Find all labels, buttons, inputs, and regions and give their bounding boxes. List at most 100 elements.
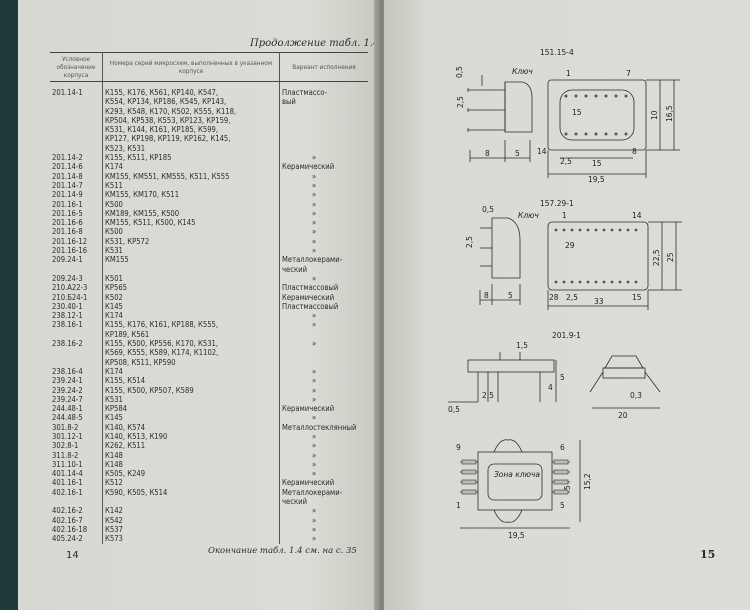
series-list: КМ155, КМ170, К511	[102, 190, 280, 200]
package-code: 301.12-1	[50, 431, 103, 442]
package-code: 301.8-2	[50, 422, 103, 432]
series-list: К590, К505, К514	[102, 487, 280, 507]
series-line: К155, К176, К561, КР140, К547,	[105, 88, 219, 97]
variant-line: »	[312, 469, 317, 479]
series-line: К500	[105, 199, 123, 209]
series-line: К523, К531	[105, 143, 146, 153]
variant-line: »	[312, 459, 317, 469]
variant-line: »	[312, 246, 317, 256]
variant: »	[280, 339, 369, 367]
series-list: К140, К574	[102, 422, 280, 432]
d1-dim-8: 19,5	[588, 175, 605, 184]
series-list: К148	[102, 450, 280, 460]
variant: »	[280, 376, 369, 385]
d1-dim-0: 0,5	[455, 66, 464, 78]
series-line: К155, К500, КР507, К589	[105, 385, 194, 395]
header-variant: Вариант исполнения	[279, 52, 368, 82]
series-line: К537	[105, 524, 123, 534]
d3-dim-4: 0,5	[448, 405, 460, 414]
package-code: 311.10-1	[50, 459, 103, 470]
variant: »	[280, 525, 369, 534]
variant-line: »	[312, 199, 317, 209]
package-code: 238.16-2	[50, 339, 103, 367]
d2-dim-1: 2,5	[465, 236, 474, 248]
series-list: К174	[102, 311, 280, 321]
package-code: 239.24-2	[50, 385, 103, 395]
variant: Пластмассовый	[280, 302, 369, 311]
series-list: КМ155, К511, К500, К145	[102, 218, 280, 228]
series-list: К511	[102, 180, 280, 191]
series-line: КР189, К561	[105, 329, 150, 339]
variant-line: Керамический	[282, 478, 335, 488]
variant-line: Пластмассовый	[282, 283, 339, 293]
variant-line: ческий	[282, 264, 308, 274]
variant: »	[280, 209, 369, 218]
series-list: К512	[102, 478, 280, 488]
variant-line: »	[312, 431, 317, 441]
series-line: КР508, К511, КР590	[105, 357, 176, 367]
series-list: К145	[102, 301, 280, 312]
series-list: К531	[102, 394, 280, 405]
variant-line: »	[312, 273, 317, 283]
d2-pin-29: 29	[565, 241, 575, 250]
d3-dim-1: 5	[560, 373, 565, 382]
d1-dim-4: 8	[485, 149, 490, 158]
variant: Керамический	[280, 293, 369, 302]
d1-dim-7: 15	[592, 159, 602, 168]
package-table: Условное обозначение корпуса Номера сери…	[50, 52, 368, 544]
variant: »	[280, 413, 369, 422]
series-line: К145	[105, 413, 123, 423]
variant-line: Пластмассо-	[282, 88, 327, 97]
series-list: КМ189, КМ155, К500	[102, 208, 280, 219]
variant: »	[280, 395, 369, 404]
series-list: К155, К514	[102, 376, 280, 386]
d3-dim-5: 0,3	[630, 391, 642, 400]
series-line: К569, К555, К589, К174, К1102,	[105, 348, 219, 358]
d3-dim-6: 20	[618, 411, 628, 420]
package-code: 201.16-5	[50, 208, 103, 219]
d3-dim-2: 4	[548, 383, 553, 392]
variant-line: »	[312, 218, 317, 228]
series-line: КР127, КР198, КР119, КР162, К145,	[105, 134, 231, 144]
series-line: КМ155, КМ551, КМ555, К511, К555	[105, 171, 230, 181]
package-code: 239.24-1	[50, 376, 103, 386]
series-line: КМ155, К511, К500, К145	[105, 218, 196, 228]
package-code: 210.А22-3	[50, 283, 103, 293]
series-line: К531, К144, К161, КР185, К599,	[105, 125, 219, 135]
series-list: К174	[102, 162, 280, 172]
header-series: Номера серий микросхем, выполненных в ук…	[102, 52, 280, 82]
d4-dim-0: 15,2	[583, 473, 592, 490]
table-footer-note: Окончание табл. 1.4 см. на с. 35	[208, 546, 357, 556]
package-code: 201.16-1	[50, 199, 103, 209]
package-code: 405.24-2	[50, 534, 103, 544]
package-code: 239.24-7	[50, 394, 103, 405]
drawing-157-top	[547, 221, 682, 310]
variant-line: »	[312, 171, 317, 181]
series-line: К531	[105, 394, 123, 404]
drawing-151-side	[467, 75, 533, 162]
variant-line: Металлокерами-	[282, 255, 343, 265]
series-line: К512	[105, 478, 123, 488]
package-code: 244.48-5	[50, 413, 103, 423]
variant-line: »	[312, 450, 317, 460]
series-list: К531, КР572	[102, 236, 280, 247]
variant-line: »	[312, 385, 317, 395]
series-line: КМ155	[105, 255, 129, 265]
package-code: 201.14-2	[50, 153, 103, 163]
variant-line: Керамический	[282, 404, 335, 414]
variant-line: »	[312, 180, 317, 190]
series-list: КМ155	[102, 255, 280, 274]
series-list: К148	[102, 459, 280, 470]
